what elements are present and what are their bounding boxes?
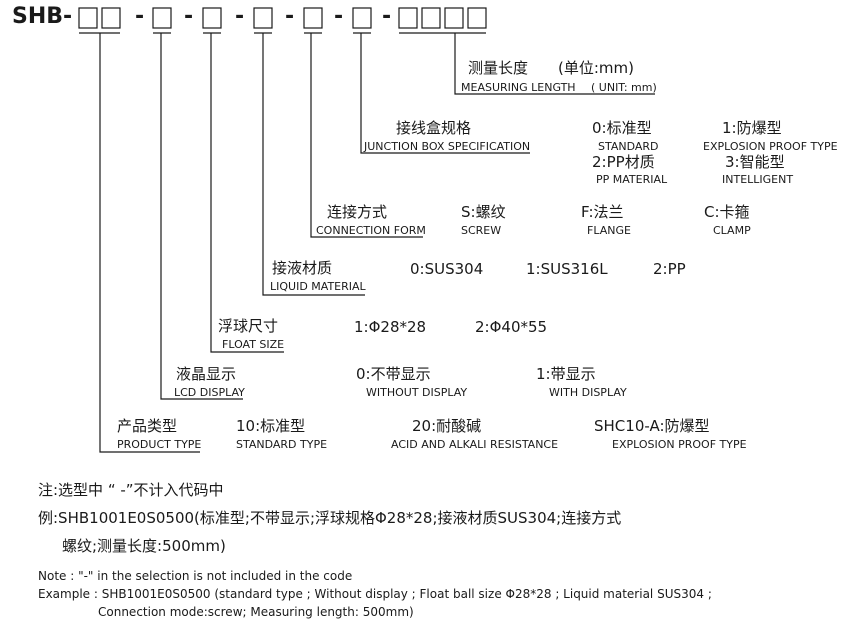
code-box [421,7,441,29]
float-size-label-cn: 浮球尺寸 [218,317,279,335]
connection-form-label-cn: 连接方式 [327,203,388,221]
product-option-2-cn: SHC10-A:防爆型 [594,417,710,435]
code-dash: - [184,4,194,29]
product-option-1-cn: 20:耐酸碱 [412,417,482,435]
junction-box-label-cn: 接线盒规格 [396,119,472,137]
product-option-0-cn: 10:标准型 [236,417,306,435]
connection-option-2-cn: C:卡箍 [704,203,750,221]
measuring-length-unit-cn: (单位:mm) [558,59,634,77]
code-dash: - [334,4,344,29]
product-option-0-en: STANDARD TYPE [236,438,328,451]
lcd-display-label-cn: 液晶显示 [176,365,237,383]
float-size-label-en: FLOAT SIZE [222,338,285,351]
junction-option-3-en: INTELLIGENT [722,173,794,186]
junction-option-3-cn: 3:智能型 [725,153,785,171]
liquid-option-0: 0:SUS304 [410,260,484,278]
example-cn-line-1: 例:SHB1001E0S0500(标准型;不带显示;浮球规格Φ28*28;接液材… [38,509,622,527]
code-box [467,7,487,29]
junction-option-0-en: STANDARD [598,140,659,153]
example-cn-line-2: 螺纹;测量长度:500mm) [62,537,226,555]
code-prefix: SHB [12,4,64,29]
liquid-material-label-en: LIQUID MATERIAL [270,280,366,293]
leader-float-size [210,33,284,353]
code-dash: - [285,4,295,29]
lcd-option-0-cn: 0:不带显示 [356,365,431,383]
code-dash: - [135,4,145,29]
code-box [152,7,172,29]
leader-connection-form [310,33,423,238]
product-option-1-en: ACID AND ALKALI RESISTANCE [391,438,559,451]
code-box [352,7,372,29]
example-en-line-1: Example : SHB1001E0S0500 (standard type … [38,587,712,601]
product-option-2-en: EXPLOSION PROOF TYPE [612,438,747,451]
product-type-label-cn: 产品类型 [117,417,178,435]
code-box [202,7,222,29]
leader-liquid-material [262,33,365,296]
code-box [444,7,464,29]
leader-product-type [99,33,200,453]
connection-option-2-en: CLAMP [713,224,751,237]
connection-option-0-en: SCREW [461,224,502,237]
lcd-option-1-cn: 1:带显示 [536,365,596,383]
leader-measuring-length [454,33,655,95]
connection-option-1-en: FLANGE [587,224,631,237]
lcd-display-label-en: LCD DISPLAY [174,386,245,399]
leader-junction-box [360,33,530,154]
example-en-line-2: Connection mode:screw; Measuring length:… [98,605,414,619]
junction-option-2-cn: 2:PP材质 [592,153,655,171]
code-box [303,7,323,29]
measuring-length-unit-en: ( UNIT: mm) [591,81,657,94]
junction-option-1-en: EXPLOSION PROOF TYPE [703,140,838,153]
code-boxes [78,7,487,29]
code-dash: - [235,4,245,29]
liquid-option-1: 1:SUS316L [526,260,608,278]
leader-lcd-display [160,33,243,400]
junction-option-1-cn: 1:防爆型 [722,119,782,137]
junction-option-0-cn: 0:标准型 [592,119,652,137]
junction-option-2-en: PP MATERIAL [596,173,668,186]
measuring-length-label-cn: 测量长度 [468,59,529,77]
note-cn: 注:选型中 “ -”不计入代码中 [38,481,224,499]
lcd-option-0-en: WITHOUT DISPLAY [366,386,468,399]
code-box [101,7,121,29]
code-box [398,7,418,29]
liquid-material-label-cn: 接液材质 [272,259,333,277]
measuring-length-label-en: MEASURING LENGTH [461,81,576,94]
code-box [253,7,273,29]
float-option-0: 1:Φ28*28 [354,318,427,336]
code-box [78,7,98,29]
code-dash: - [382,4,392,29]
lcd-option-1-en: WITH DISPLAY [549,386,627,399]
connection-option-1-cn: F:法兰 [581,203,624,221]
float-option-1: 2:Φ40*55 [475,318,548,336]
liquid-option-2: 2:PP [653,260,686,278]
code-dash: - [63,4,73,29]
note-en: Note : "-" in the selection is not inclu… [38,569,353,583]
connection-option-0-cn: S:螺纹 [461,203,506,221]
product-type-label-en: PRODUCT TYPE [117,438,202,451]
junction-box-label-en: JUNCTION BOX SPECIFICATION [364,140,531,153]
connection-form-label-en: CONNECTION FORM [316,224,426,237]
